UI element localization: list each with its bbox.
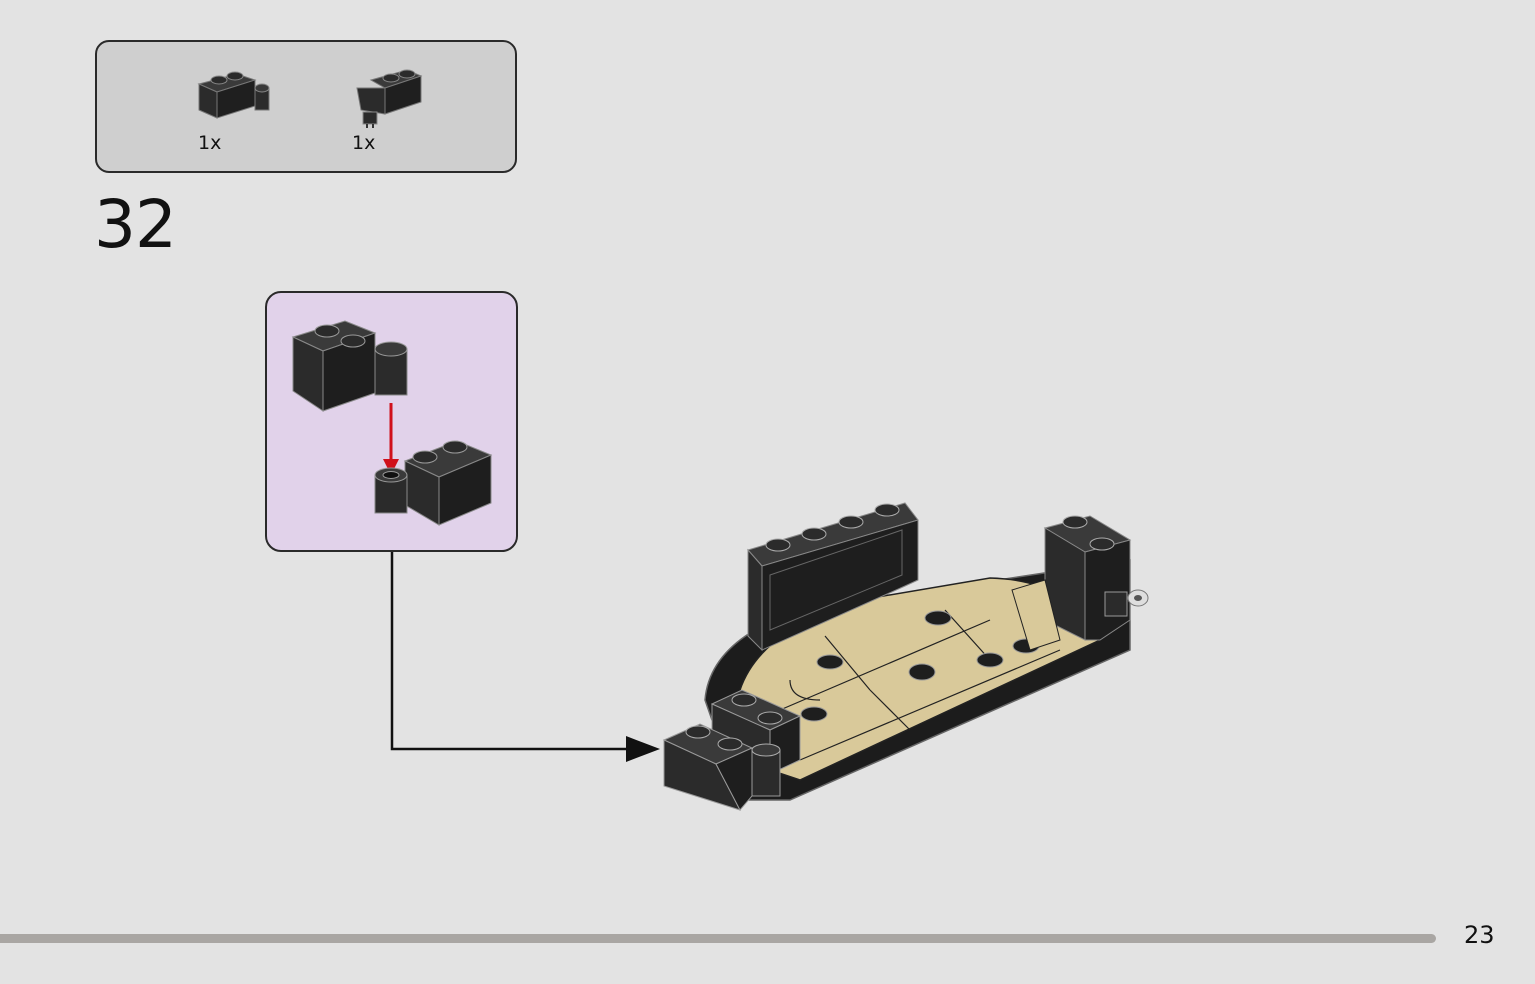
new-hinge-bricks bbox=[662, 689, 802, 811]
back-wall-studs bbox=[765, 503, 900, 552]
right-hinge bbox=[1104, 591, 1128, 617]
brick-1x2-with-hinge-cylinder-icon bbox=[197, 71, 270, 119]
page-number: 23 bbox=[1464, 921, 1495, 949]
sub-assembly-callout bbox=[265, 291, 518, 552]
part-quantity: 1x bbox=[352, 132, 376, 154]
brick-1x2-with-hinge-pin-icon bbox=[356, 69, 423, 128]
callout-leader-line bbox=[390, 552, 628, 751]
progress-bar bbox=[0, 934, 1436, 943]
sub-assembly-illustration bbox=[291, 320, 493, 526]
parts-list-box: 1x 1x bbox=[95, 40, 517, 173]
leader-arrow-head bbox=[626, 736, 660, 762]
part-quantity: 1x bbox=[198, 132, 222, 154]
floor-studs bbox=[800, 610, 1040, 722]
step-number: 32 bbox=[94, 186, 177, 263]
hinge-brick-part-2 bbox=[351, 66, 431, 130]
arrow-head bbox=[383, 459, 399, 475]
hinge-brick-part-1 bbox=[197, 66, 277, 122]
